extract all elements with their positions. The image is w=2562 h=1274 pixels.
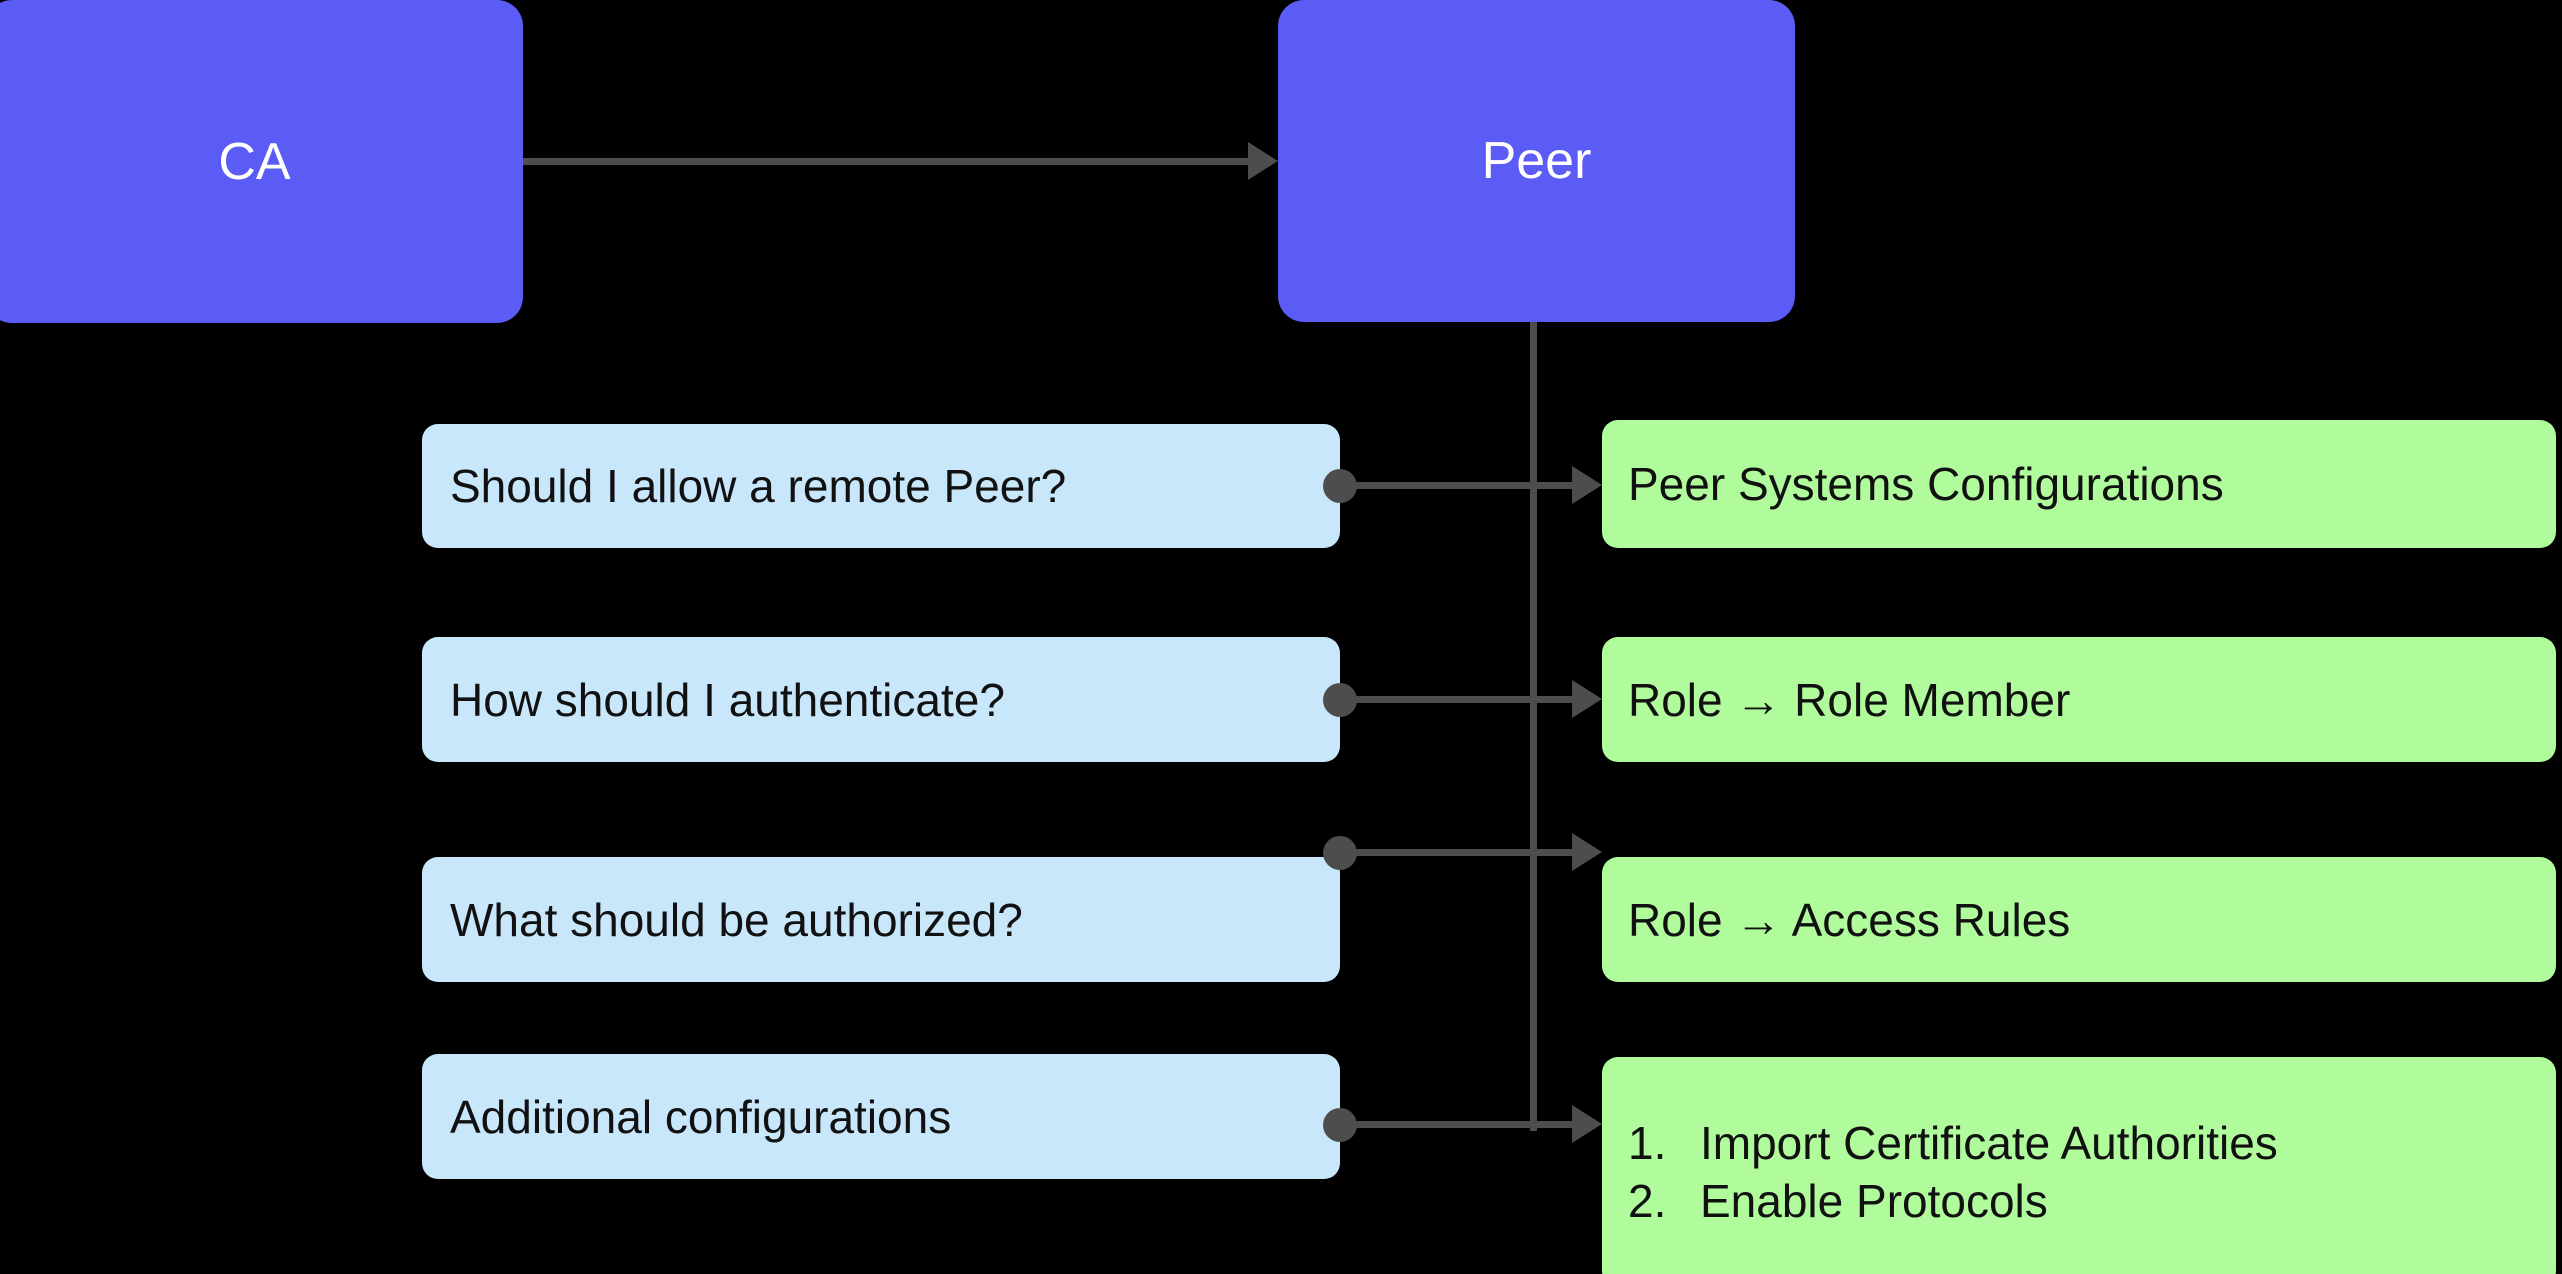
answer-box-3[interactable]: Role → Access Rules	[1602, 857, 2556, 982]
answer-label-3: Role → Access Rules	[1628, 893, 2071, 946]
answer-list-number-1: 1.	[1628, 1117, 1667, 1169]
edge-peer-spine	[1530, 322, 1537, 1131]
node-ca[interactable]: CA	[0, 0, 523, 323]
answer-list-number-2: 2.	[1628, 1175, 1667, 1227]
edge-row-2	[1340, 696, 1582, 703]
arrowhead-row-4	[1572, 1105, 1602, 1143]
edge-row-3	[1340, 849, 1582, 856]
question-box-1[interactable]: Should I allow a remote Peer?	[422, 424, 1340, 548]
question-box-4[interactable]: Additional configurations	[422, 1054, 1340, 1179]
edge-row-1	[1340, 482, 1582, 489]
question-label-2: How should I authenticate?	[450, 673, 1005, 726]
answer-list-text-1: Import Certificate Authorities	[1700, 1117, 2278, 1169]
answer-label-2: Role → Role Member	[1628, 673, 2071, 726]
question-box-2[interactable]: How should I authenticate?	[422, 637, 1340, 762]
node-peer-label: Peer	[1481, 132, 1592, 190]
edge-ca-to-peer	[523, 158, 1248, 165]
arrowhead-row-3	[1572, 833, 1602, 871]
question-box-3[interactable]: What should be authorized?	[422, 857, 1340, 982]
answer-list-item-2: 2. Enable Protocols	[1628, 1178, 2048, 1224]
question-label-1: Should I allow a remote Peer?	[450, 460, 1067, 512]
question-label-3: What should be authorized?	[450, 893, 1023, 946]
arrowhead-row-2	[1572, 680, 1602, 718]
answer-list-item-1: 1. Import Certificate Authorities	[1628, 1120, 2278, 1166]
answer-box-1[interactable]: Peer Systems Configurations	[1602, 420, 2556, 548]
edge-row-4	[1340, 1121, 1582, 1128]
node-ca-label: CA	[218, 132, 291, 191]
answer-label-1: Peer Systems Configurations	[1628, 458, 2224, 510]
answer-list-text-2: Enable Protocols	[1700, 1175, 2048, 1227]
answer-box-4[interactable]: 1. Import Certificate Authorities 2. Ena…	[1602, 1057, 2556, 1274]
arrowhead-row-1	[1572, 466, 1602, 504]
question-label-4: Additional configurations	[450, 1090, 952, 1143]
node-peer[interactable]: Peer	[1278, 0, 1795, 322]
answer-box-2[interactable]: Role → Role Member	[1602, 637, 2556, 762]
arrowhead-ca-to-peer	[1248, 142, 1278, 180]
